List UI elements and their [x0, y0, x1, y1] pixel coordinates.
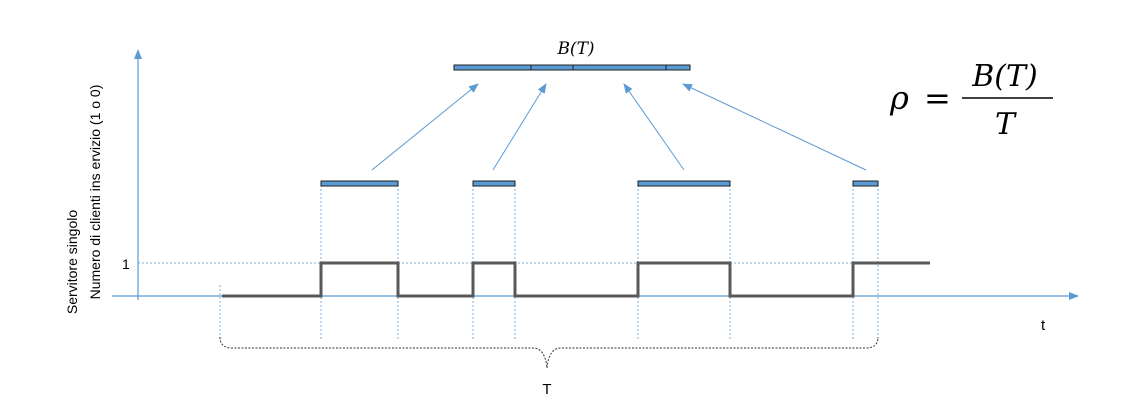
- period-brace: [219, 336, 879, 369]
- y-axis-label-line1: Servitore singolo: [64, 210, 80, 314]
- occupancy-signal: [222, 261, 930, 298]
- busy-period-bars: [320, 180, 879, 187]
- busy-bar-1: [320, 180, 399, 187]
- mapping-arrows: [371, 83, 867, 171]
- aggregate-label: B(T): [556, 39, 594, 59]
- x-axis-label: t: [1041, 317, 1046, 334]
- busy-bar-3: [637, 180, 731, 187]
- utilization-formula: ρ = B(T) T: [889, 59, 1053, 142]
- formula-rho: ρ: [889, 79, 909, 117]
- y-axis-label-line2: Numero di clienti ins ervizio (1 o 0): [87, 85, 103, 300]
- y-tick-one: 1: [122, 256, 130, 272]
- busy-bar-2: [472, 180, 516, 187]
- period-label: T: [542, 381, 551, 398]
- vertical-guides: [219, 185, 879, 340]
- busy-bar-4: [852, 180, 879, 187]
- formula-equals: =: [924, 79, 951, 117]
- formula-numerator: B(T): [971, 59, 1037, 94]
- aggregate-bar: [453, 64, 691, 71]
- formula-denominator: T: [995, 107, 1017, 142]
